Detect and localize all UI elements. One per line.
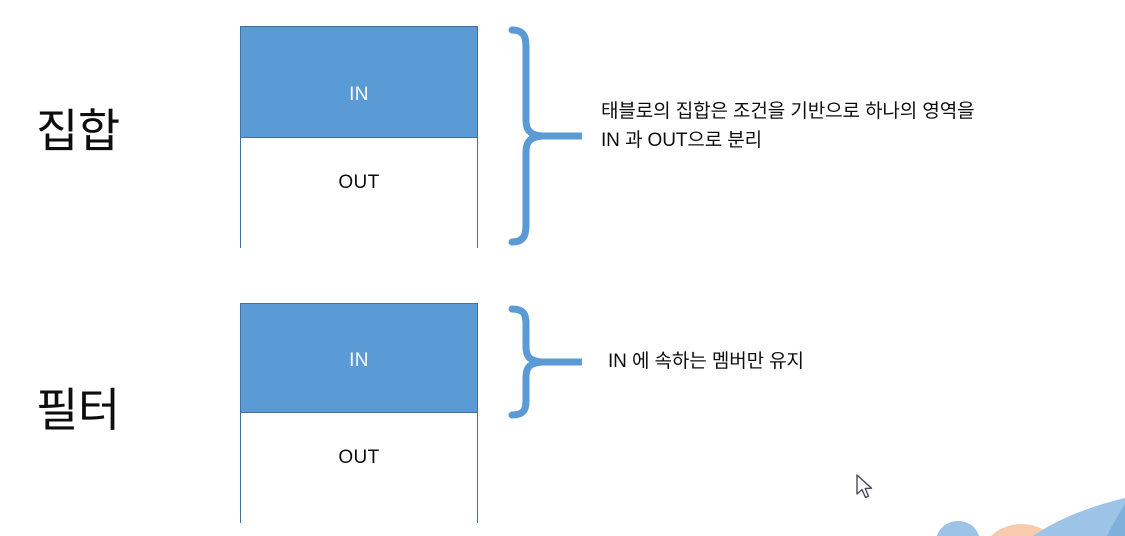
diagram-filter-in-region: IN xyxy=(241,304,477,413)
diagram-set-in-region: IN xyxy=(241,27,477,138)
diagram-set-out-label: OUT xyxy=(338,171,380,193)
callout-set-line-2: IN 과 OUT으로 분리 xyxy=(601,129,763,151)
diagram-filter-out-label: OUT xyxy=(338,446,380,468)
callout-filter-line-1: IN 에 속하는 멤버만 유지 xyxy=(608,351,804,372)
diagram-set-in-label: IN xyxy=(349,84,369,105)
diagram-set-out-region: OUT xyxy=(241,138,477,249)
corner-arcs-decoration xyxy=(937,498,1125,536)
curly-brace-filter-icon xyxy=(508,305,582,419)
row-label-filter: 필터 xyxy=(36,384,120,436)
callout-set: 태블로의 집합은 조건을 기반으로 하나의 영역을 IN 과 OUT으로 분리 xyxy=(601,98,1117,155)
diagram-filter: IN OUT xyxy=(240,303,478,524)
diagram-filter-out-region: OUT xyxy=(241,413,477,524)
row-label-set: 집합 xyxy=(36,105,120,157)
curly-brace-set-icon xyxy=(508,26,582,246)
callout-set-line-1: 태블로의 집합은 조건을 기반으로 하나의 영역을 xyxy=(601,101,975,122)
diagram-filter-in-label: IN xyxy=(349,349,369,371)
diagram-set: IN OUT xyxy=(240,26,478,249)
mouse-pointer-icon xyxy=(856,474,873,499)
callout-filter: IN 에 속하는 멤버만 유지 xyxy=(608,348,1028,377)
